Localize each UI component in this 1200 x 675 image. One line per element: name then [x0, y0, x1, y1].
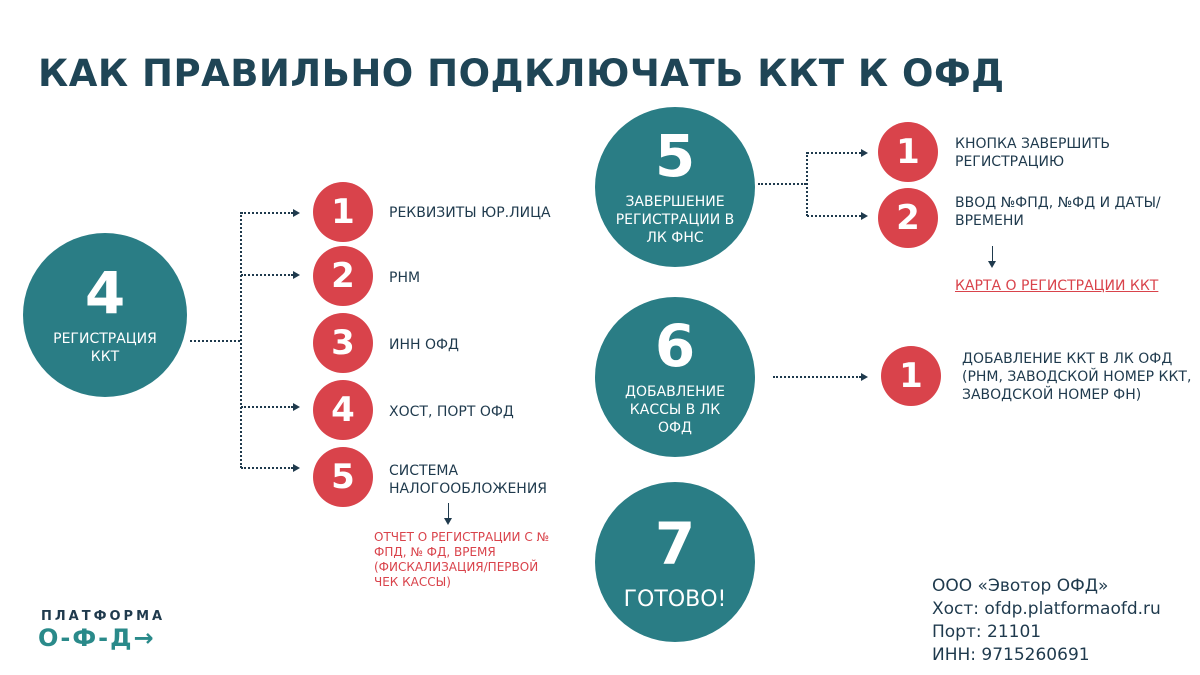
- step-number: 6: [654, 312, 696, 380]
- arrow-icon: [861, 373, 868, 381]
- step-number: 7: [654, 510, 696, 578]
- arrow-icon: [861, 212, 868, 220]
- substep-text: ИНН ОФД: [389, 337, 459, 353]
- step-label: ЗАВЕРШЕНИЕ РЕГИСТРАЦИИ В ЛК ФНС: [615, 194, 735, 246]
- connector: [241, 406, 293, 408]
- arrow-icon: [861, 149, 868, 157]
- substep-text: КНОПКА ЗАВЕРШИТЬ РЕГИСТРАЦИЮ: [955, 136, 1111, 170]
- substep-circle: 3: [313, 313, 373, 373]
- connector: [758, 183, 806, 185]
- arrow-icon: [293, 464, 300, 472]
- connector: [240, 212, 242, 468]
- substep-text: РЕКВИЗИТЫ ЮР.ЛИЦА: [389, 205, 551, 221]
- ofd-info: ООО «Эвотор ОФД» Хост: ofdp.platformaofd…: [932, 575, 1161, 667]
- registration-card-link[interactable]: КАРТА О РЕГИСТРАЦИИ ККТ: [955, 278, 1159, 294]
- connector: [241, 467, 293, 469]
- step-label: ДОБАВЛЕНИЕ КАССЫ В ЛК ОФД: [625, 384, 725, 436]
- logo-top-text: ПЛАТФОРМА: [41, 609, 166, 624]
- step-number: 5: [654, 122, 696, 190]
- arrow-down-icon: [988, 261, 996, 268]
- step-label: ГОТОВО!: [623, 587, 727, 612]
- connector: [773, 376, 861, 378]
- step-5-circle: 5 ЗАВЕРШЕНИЕ РЕГИСТРАЦИИ В ЛК ФНС: [595, 107, 755, 267]
- logo-bottom-text: О-Ф-Д→: [38, 624, 156, 652]
- page-title: КАК ПРАВИЛЬНО ПОДКЛЮЧАТЬ ККТ К ОФД: [38, 52, 1005, 95]
- substep-text: ХОСТ, ПОРТ ОФД: [389, 404, 514, 420]
- step-7-circle: 7 ГОТОВО!: [595, 482, 755, 642]
- step-label: РЕГИСТРАЦИЯ ККТ: [53, 331, 157, 365]
- substep-text: РНМ: [389, 270, 421, 286]
- step-6-circle: 6 ДОБАВЛЕНИЕ КАССЫ В ЛК ОФД: [595, 297, 755, 457]
- substep-text: ВВОД №ФПД, №ФД И ДАТЫ/ ВРЕМЕНИ: [955, 195, 1161, 229]
- connector: [190, 340, 240, 342]
- host: Хост: ofdp.platformaofd.ru: [932, 599, 1161, 619]
- step-number: 4: [84, 259, 126, 327]
- substep-circle: 1: [878, 122, 938, 182]
- connector: [241, 274, 293, 276]
- connector: [806, 152, 808, 216]
- connector: [807, 215, 861, 217]
- arrow-down-icon: [444, 518, 452, 525]
- substep-circle: 2: [878, 188, 938, 248]
- arrow-icon: [293, 403, 300, 411]
- company-name: ООО «Эвотор ОФД»: [932, 576, 1109, 596]
- connector: [992, 246, 993, 262]
- port: Порт: 21101: [932, 622, 1042, 642]
- step-4-circle: 4 РЕГИСТРАЦИЯ ККТ: [23, 233, 187, 397]
- substep-circle: 2: [313, 246, 373, 306]
- substep-circle: 5: [313, 447, 373, 507]
- registration-report-note: ОТЧЕТ О РЕГИСТРАЦИИ С № ФПД, № ФД, ВРЕМЯ…: [374, 530, 550, 589]
- substep-circle: 1: [313, 182, 373, 242]
- substep-text: ДОБАВЛЕНИЕ ККТ В ЛК ОФД (РНМ, ЗАВОДСКОЙ …: [962, 351, 1192, 403]
- arrow-icon: [293, 271, 300, 279]
- arrow-icon: [293, 209, 300, 217]
- substep-circle: 1: [881, 346, 941, 406]
- substep-circle: 4: [313, 380, 373, 440]
- inn: ИНН: 9715260691: [932, 645, 1090, 665]
- connector: [807, 152, 861, 154]
- substep-text: СИСТЕМА НАЛОГООБЛОЖЕНИЯ: [389, 463, 548, 497]
- connector: [448, 503, 449, 519]
- connector: [241, 212, 293, 214]
